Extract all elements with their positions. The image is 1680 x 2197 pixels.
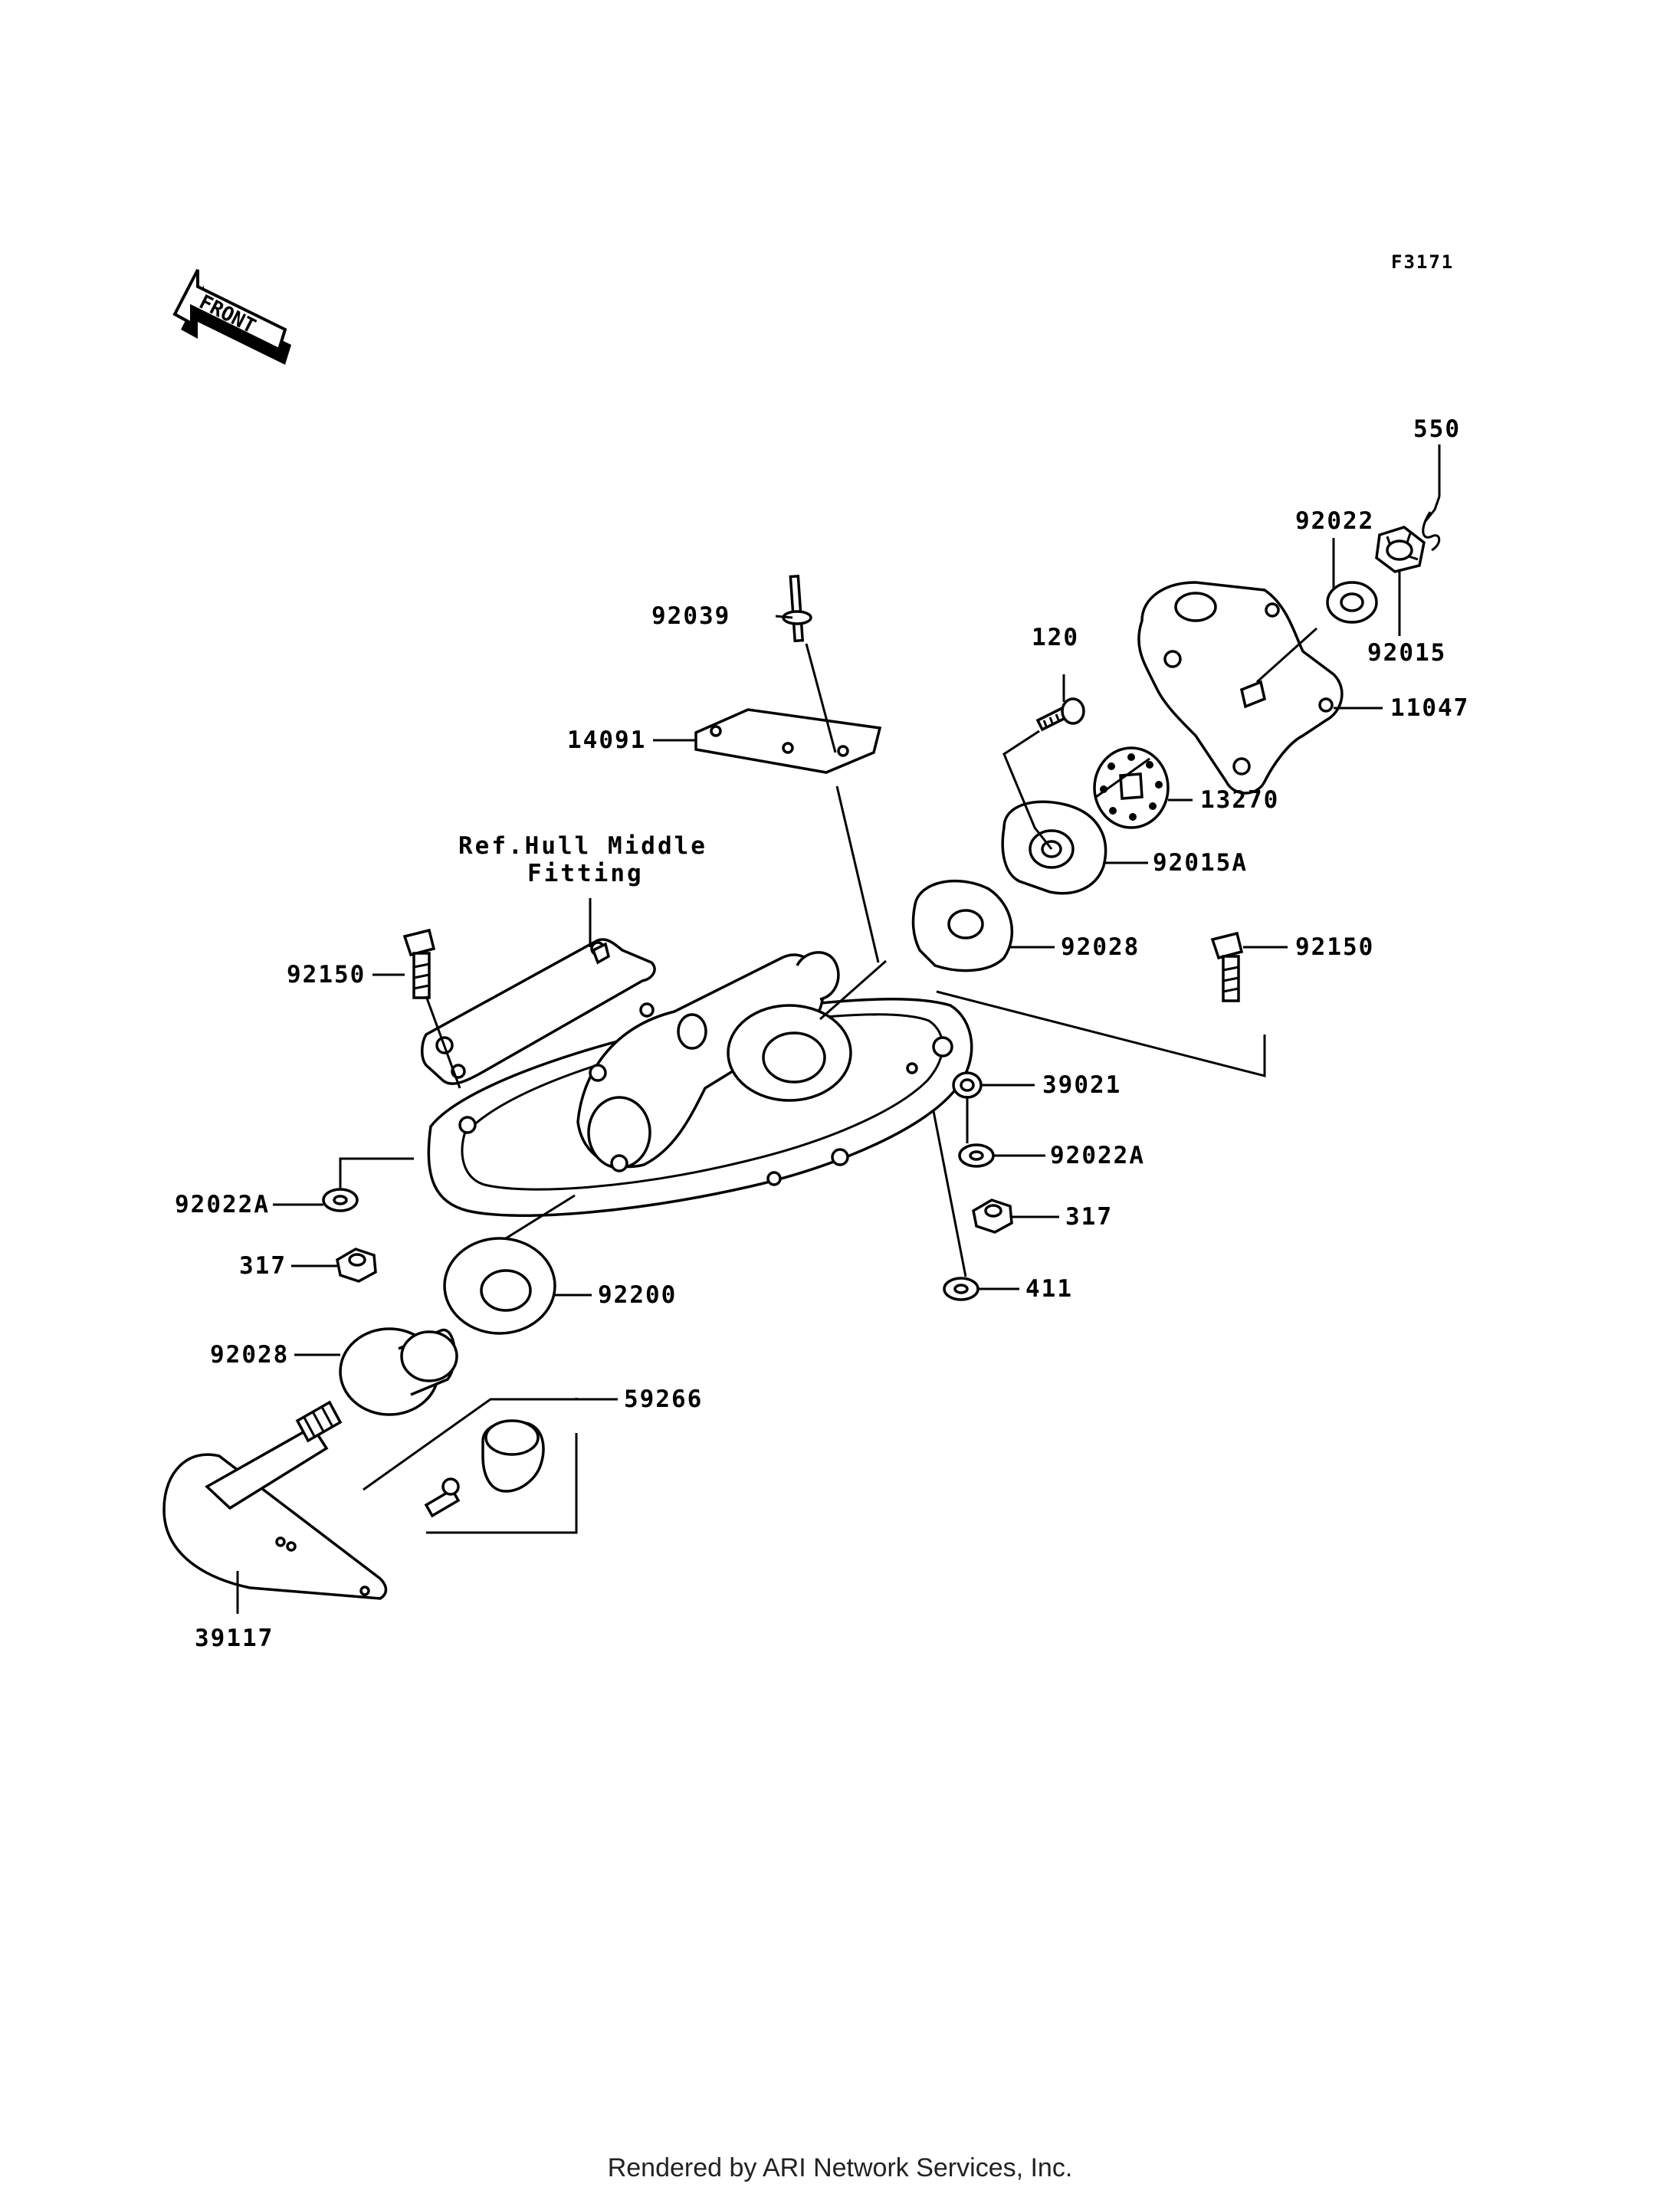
nut-317-left <box>336 1248 377 1283</box>
callout-14091: 14091 <box>567 726 646 754</box>
nut-317-right <box>972 1199 1013 1234</box>
callout-59266: 59266 <box>624 1385 703 1413</box>
callout-92022: 92022 <box>1295 507 1374 535</box>
plate-13270 <box>1093 746 1170 829</box>
callout-411: 411 <box>1025 1275 1073 1303</box>
washer-92200 <box>443 1237 556 1335</box>
rubber-92028-bottom <box>339 1327 458 1416</box>
bushing-39021 <box>952 1071 983 1099</box>
callout-92015: 92015 <box>1367 639 1446 667</box>
callout-317-right: 317 <box>1065 1203 1113 1231</box>
bolt-92150-right <box>1210 931 1244 1002</box>
plate-14091 <box>694 708 882 774</box>
callout-92028-top: 92028 <box>1061 933 1140 961</box>
footer-credit: Rendered by ARI Network Services, Inc. <box>608 2153 1073 2182</box>
washer-411 <box>943 1277 979 1301</box>
rivet-92039 <box>782 574 812 643</box>
lever-39117 <box>162 1400 388 1600</box>
bracket-11047 <box>1137 581 1344 795</box>
callout-550: 550 <box>1413 415 1461 443</box>
rubber-92028-top <box>911 879 1014 972</box>
callout-92022A-left: 92022A <box>175 1191 270 1218</box>
hull-fitting-bracket <box>421 938 656 1085</box>
castle-nut-92015 <box>1375 526 1426 573</box>
front-arrow-icon: FRONT <box>172 269 291 365</box>
hull-base-plate <box>427 951 973 1217</box>
washer-92022A-left <box>322 1188 359 1212</box>
leader-lines <box>236 444 1441 1614</box>
callout-317-left: 317 <box>239 1252 287 1280</box>
callout-39117: 39117 <box>195 1625 274 1652</box>
bolt-92150-left <box>402 928 436 999</box>
kit-59266-parts <box>424 1419 545 1518</box>
callout-92015A: 92015A <box>1153 849 1248 877</box>
callout-92150-right: 92150 <box>1295 933 1374 961</box>
washer-92022A-right <box>958 1143 995 1168</box>
callout-39021: 39021 <box>1042 1071 1121 1099</box>
figure-code: F3171 <box>1391 251 1454 273</box>
callout-92200: 92200 <box>598 1281 677 1309</box>
callout-11047: 11047 <box>1390 694 1469 722</box>
callout-92150-left: 92150 <box>287 961 366 989</box>
nut-92015A <box>1001 800 1107 895</box>
callout-92022A-right: 92022A <box>1050 1142 1145 1169</box>
callout-92039: 92039 <box>651 602 730 630</box>
callout-13270: 13270 <box>1200 786 1279 814</box>
washer-92022 <box>1326 581 1378 624</box>
bolt-120 <box>1035 697 1085 732</box>
cotter-pin-550 <box>1422 496 1441 552</box>
reference-note-line1: Ref.Hull Middle <box>458 832 707 860</box>
callout-120: 120 <box>1032 624 1079 651</box>
reference-note-line2: Fitting <box>527 860 644 887</box>
callout-92028-bottom: 92028 <box>210 1341 289 1369</box>
